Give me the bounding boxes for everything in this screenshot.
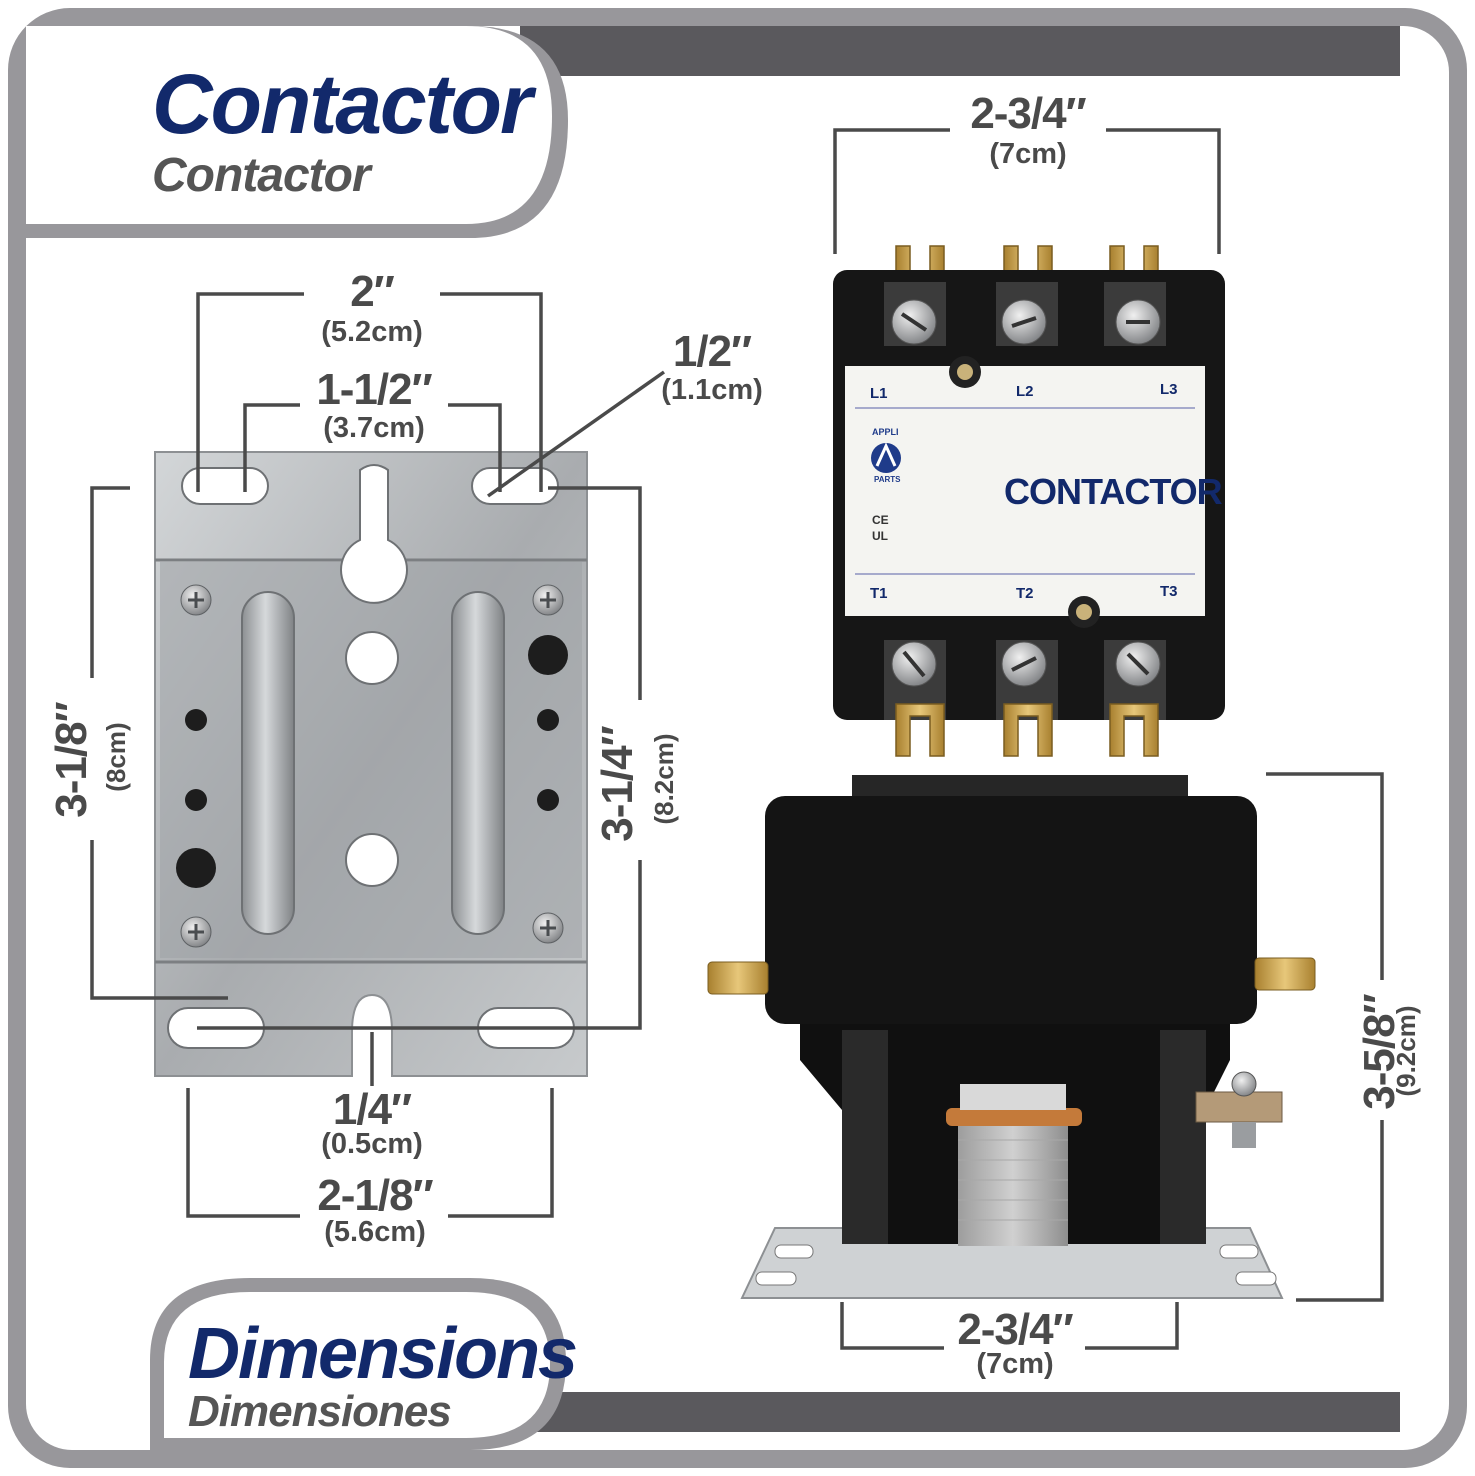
header-subtitle: Contactor [152, 149, 371, 202]
header-tab [26, 26, 568, 238]
footer-tab [150, 1278, 566, 1450]
plate-width-inner-metric: (3.7cm) [323, 412, 425, 444]
side-width-label: 2-3/4″ [957, 1305, 1073, 1354]
notch-size-label: 1/4″ [332, 1085, 412, 1134]
contactor-front-view [833, 245, 1225, 757]
plate-width-inner-label: 1-1/2″ [316, 365, 432, 414]
side-height-metric: (9.2cm) [1391, 1005, 1421, 1097]
terminal-label-t3: T3 [1160, 583, 1178, 600]
product-label: CONTACTOR [1004, 471, 1223, 512]
logo-text-top: APPLI [872, 427, 899, 437]
footer-subtitle: Dimensiones [188, 1387, 452, 1436]
mounting-plate [154, 451, 588, 1077]
appli-parts-logo [871, 442, 901, 473]
header-title: Contactor [152, 57, 533, 151]
notch-size-metric: (0.5cm) [321, 1128, 423, 1160]
terminal-label-l3: L3 [1160, 381, 1178, 398]
side-width-metric: (7cm) [976, 1348, 1054, 1380]
footer-title: Dimensions [188, 1314, 578, 1394]
terminal-label-t2: T2 [1016, 585, 1034, 602]
plate-height-right-label: 3-1/4″ [593, 726, 642, 842]
terminal-label-l2: L2 [1016, 383, 1034, 400]
front-width-label: 2-3/4″ [970, 89, 1086, 138]
ce-mark: CE [872, 513, 889, 527]
plate-height-right-metric: (8.2cm) [649, 733, 679, 825]
plate-width-outer-metric: (5.2cm) [321, 316, 423, 348]
ul-mark: UL [872, 529, 888, 543]
dimension-lines [90, 128, 1384, 1350]
top-stripe [520, 26, 1400, 76]
terminal-label-t1: T1 [870, 585, 888, 602]
bottom-terminal-screws [891, 641, 1161, 687]
plate-width-bottom-metric: (5.6cm) [324, 1216, 426, 1248]
plate-width-bottom-label: 2-1/8″ [317, 1171, 433, 1220]
plate-screws [180, 584, 564, 948]
front-width-metric: (7cm) [989, 138, 1067, 170]
plate-width-outer-label: 2″ [350, 267, 395, 316]
slot-size-metric: (1.1cm) [661, 374, 763, 406]
slot-size-label: 1/2″ [672, 327, 752, 376]
contactor-side-view [707, 775, 1316, 1299]
plate-height-left-label: 3-1/8″ [47, 702, 96, 818]
top-terminal-screws [891, 299, 1161, 345]
plate-height-left-metric: (8cm) [101, 722, 131, 792]
bottom-stripe [520, 1392, 1400, 1432]
logo-text-bottom: PARTS [874, 475, 901, 484]
terminal-label-l1: L1 [870, 385, 888, 402]
